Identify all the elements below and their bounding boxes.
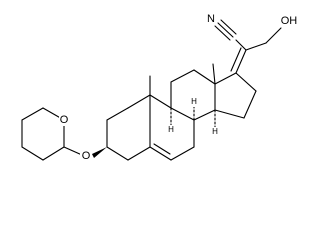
bond-c10-c1	[127, 94, 151, 109]
bond-c7-c6	[170, 146, 195, 161]
bond-thp-c3-c2	[42, 146, 65, 161]
thp-ether	[21, 107, 107, 161]
bond-o-thp-c2	[63, 146, 83, 156]
ether-o-bg	[80, 149, 91, 162]
ring-c	[170, 69, 216, 129]
bond-c15-c14	[214, 109, 245, 119]
nitrile-n-bg	[205, 12, 217, 25]
bond-c17-c20-double-b	[230, 47, 242, 72]
ring-b	[149, 94, 195, 161]
bond-nitrile-triple-3	[220, 19, 237, 35]
bond-c17-c16	[235, 72, 257, 92]
bond-c16-c15	[243, 90, 257, 119]
canvas-background	[0, 0, 316, 178]
h9-bg	[166, 125, 176, 135]
bond-c6-c5	[149, 146, 172, 161]
h8-bg	[189, 97, 199, 107]
h9-label: H	[168, 125, 174, 134]
bond-c9-c8	[170, 107, 195, 121]
bond-c17-c20-double-a	[235, 49, 247, 74]
pyran-oxygen: O	[60, 114, 69, 126]
side-chain	[214, 19, 282, 74]
bond-c21-oh	[265, 27, 282, 44]
ring-a	[106, 75, 151, 161]
bond-c8-c14	[193, 109, 216, 121]
bond-c12-c11	[170, 69, 195, 83]
bond-nitrile-triple-1	[217, 22, 234, 38]
bond-c4-c5	[127, 146, 151, 161]
bond-c1-c2	[106, 107, 129, 121]
nitrile-nitrogen: N	[207, 13, 215, 25]
bond-c3-o-wedge	[92, 147, 107, 158]
bond-c13-c17	[214, 72, 237, 85]
bond-c20-c21	[245, 42, 267, 51]
h8-label: H	[191, 97, 197, 106]
ring-d	[212, 63, 257, 119]
h14-bg	[210, 127, 220, 137]
bond-thp-c4-c3	[21, 146, 44, 161]
bond-c10-c9	[149, 94, 172, 109]
bond-c13-methyl	[212, 63, 216, 85]
bond-thp-c6-c5	[21, 107, 44, 121]
bond-c20-cn	[235, 39, 247, 51]
bond-c3-c4	[106, 146, 129, 161]
bond-c13-c12	[193, 69, 216, 85]
bond-c6-c5-double	[153, 143, 171, 155]
pyran-o-bg	[59, 113, 70, 126]
atom-labels: N OH O O H H H	[59, 12, 298, 162]
structure-diagram: N OH O O H H H	[0, 0, 316, 178]
hydroxyl-group: OH	[281, 15, 298, 27]
hydroxyl-bg	[280, 14, 298, 27]
bond-nitrile-triple-2	[214, 25, 231, 41]
h14-label: H	[212, 127, 218, 136]
ether-oxygen: O	[82, 150, 91, 162]
